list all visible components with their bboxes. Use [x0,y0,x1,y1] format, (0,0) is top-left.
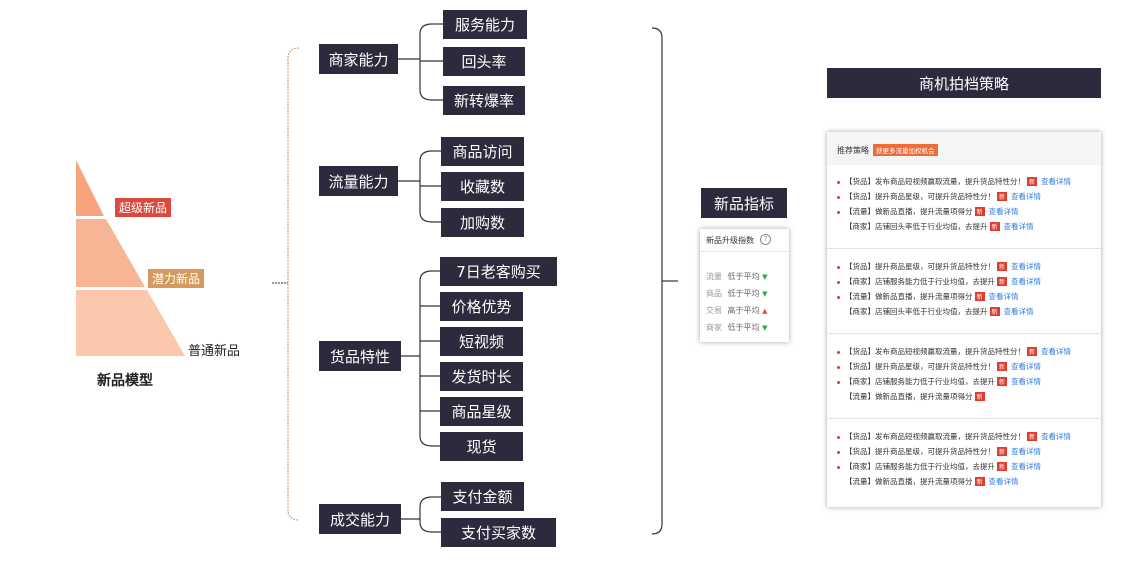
view-details-link[interactable]: 查看详情 [988,292,1019,301]
strategy-row: 【流量】做新品直播，提升流量项得分新 [845,392,985,401]
pyramid-tag-super: 超级新品 [115,198,172,217]
strategy-row: 【商家】店铺服务能力低于行业均值，去提升新查看详情 [837,461,1101,472]
question-circle-icon[interactable]: ? [760,234,771,245]
strategy-row: 【商家】店铺回头率低于行业均值，去提升新查看详情 [845,307,1034,316]
view-details-link[interactable]: 查看详情 [1011,462,1042,471]
category-product: 货品特性 [319,341,401,371]
category-traffic: 流量能力 [319,166,398,196]
view-details-link[interactable]: 查看详情 [1011,192,1042,201]
strategy-row: 【流量】做新品直播，提升流量项得分新查看详情 [837,291,1101,302]
strategy-row: 【货品】发布商品短视频赢取流量，提升货品特性分！新查看详情 [837,176,1101,187]
view-details-link[interactable]: 查看详情 [988,207,1019,216]
item-product-visits: 商品访问 [441,137,524,166]
view-details-link[interactable]: 查看详情 [988,477,1019,486]
pyramid-level-middle [76,219,145,287]
pyramid-level-bottom [76,290,185,356]
item-service-capability: 服务能力 [443,10,527,39]
view-details-link[interactable]: 查看详情 [1003,307,1034,316]
item-favorites: 收藏数 [441,172,524,201]
item-short-video: 短视频 [440,327,523,356]
item-7day-repeat-buy: 7日老客购买 [440,257,557,286]
strategy-row: 【货品】发布商品短视频赢取流量，提升货品特性分！新查看详情 [837,346,1101,357]
strategy-header [827,132,1101,165]
strategy-panel: 推荐策略 获更多流量加权机会 【货品】发布商品短视频赢取流量，提升货品特性分！新… [827,132,1101,507]
category-merchant: 商家能力 [319,44,398,74]
indicator-row: 商品 低于平均 ▼ [706,289,768,298]
view-details-link[interactable]: 查看详情 [1003,222,1034,231]
item-new-to-hit-rate: 新转爆率 [443,86,525,115]
item-in-stock: 现货 [440,432,523,461]
trend-down-icon: ▼ [762,290,768,298]
view-details-link[interactable]: 查看详情 [1011,277,1042,286]
strategy-header-badge: 获更多流量加权机会 [873,144,938,156]
divider [827,333,1101,334]
pyramid-title: 新品模型 [97,373,153,389]
view-details-link[interactable]: 查看详情 [1011,447,1042,456]
strategy-row: 【货品】提升商品星级，可提升货品特性分！新查看详情 [837,446,1101,457]
main-bracket [287,47,300,521]
strategy-title: 商机拍档策略 [827,68,1101,98]
strategy-header-label: 推荐策略 [837,146,869,155]
indicator-panel: 新品升级指数 ? 流量 低于平均 ▼ 商品 低于平均 ▼ 交易 高于平均 ▲ 商… [700,229,789,342]
pyramid-label-normal: 普通新品 [188,344,241,359]
category-deal: 成交能力 [319,504,401,534]
divider [827,248,1101,249]
view-details-link[interactable]: 查看详情 [1041,347,1072,356]
pyramid-tag-potential: 潜力新品 [148,269,205,288]
trend-up-icon: ▲ [762,307,768,315]
strategy-row: 【商家】店铺服务能力低于行业均值，去提升新查看详情 [837,276,1101,287]
divider [700,251,789,252]
item-price-advantage: 价格优势 [440,292,523,321]
strategy-row: 【货品】提升商品星级，可提升货品特性分！新查看详情 [837,191,1101,202]
item-payment-amount: 支付金额 [441,482,524,511]
indicator-panel-title: 新品升级指数 [706,236,754,245]
divider [827,418,1101,419]
strategy-row: 【流量】做新品直播，提升流量项得分新查看详情 [845,477,1019,486]
indicator-row: 交易 高于平均 ▲ [706,306,768,315]
indicator-row: 流量 低于平均 ▼ [706,272,768,281]
view-details-link[interactable]: 查看详情 [1011,377,1042,386]
item-repurchase-rate: 回头率 [443,47,525,76]
item-shipping-time: 发货时长 [440,362,523,391]
strategy-row: 【流量】做新品直播，提升流量项得分新查看详情 [837,206,1101,217]
item-paying-buyers: 支付买家数 [441,518,556,547]
view-details-link[interactable]: 查看详情 [1041,177,1072,186]
strategy-row: 【商家】店铺服务能力低于行业均值，去提升新查看详情 [837,376,1101,387]
strategy-row: 【货品】提升商品星级，可提升货品特性分！新查看详情 [837,261,1101,272]
view-details-link[interactable]: 查看详情 [1011,262,1042,271]
view-details-link[interactable]: 查看详情 [1041,432,1072,441]
strategy-row: 【货品】发布商品短视频赢取流量，提升货品特性分！新查看详情 [837,431,1101,442]
indicator-title: 新品指标 [701,188,787,218]
item-add-to-cart: 加购数 [441,208,524,237]
strategy-row: 【商家】店铺回头率低于行业均值，去提升新查看详情 [845,222,1034,231]
view-details-link[interactable]: 查看详情 [1011,362,1042,371]
item-product-rating: 商品星级 [440,397,523,426]
trend-down-icon: ▼ [762,273,768,281]
pyramid-level-top [76,160,104,216]
indicator-row: 商家 低于平均 ▼ [706,323,768,332]
trend-down-icon: ▼ [762,324,768,332]
strategy-row: 【货品】提升商品星级，可提升货品特性分！新查看详情 [837,361,1101,372]
